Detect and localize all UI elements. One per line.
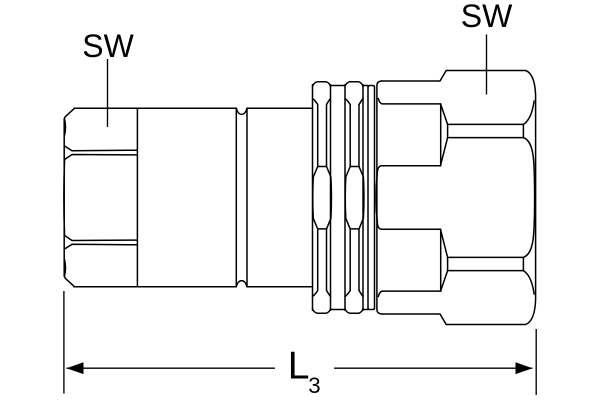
svg-text:SW: SW bbox=[461, 0, 513, 34]
svg-text:SW: SW bbox=[82, 28, 134, 64]
svg-text:L: L bbox=[288, 344, 310, 387]
svg-text:3: 3 bbox=[308, 373, 320, 398]
